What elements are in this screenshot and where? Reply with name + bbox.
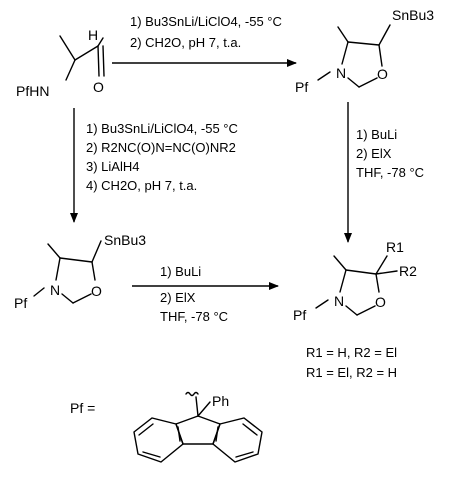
ph-label: Ph — [212, 393, 229, 409]
n-label-bottom-left: N — [50, 282, 60, 298]
pf-label-top: Pf — [295, 79, 308, 95]
result-1: R1 = H, R2 = El — [306, 345, 397, 360]
o-label-bottom-left: O — [91, 283, 102, 299]
left-condition-4: 4) CH2O, pH 7, t.a. — [86, 178, 197, 193]
o-label-top: O — [377, 66, 388, 82]
oxazolidine-bottom-left: SnBu3 N O Pf — [14, 232, 146, 311]
bottom-condition-2: 2) ElX — [160, 290, 196, 305]
pf-legend-label: Pf = — [70, 400, 95, 416]
starting-aldehyde: H O PfHN — [16, 27, 105, 99]
bottom-condition-1: 1) BuLi — [160, 264, 201, 279]
pf-label-product: Pf — [293, 307, 306, 323]
snbu3-label-top: SnBu3 — [392, 7, 434, 23]
r2-label: R2 — [399, 263, 417, 279]
bottom-condition-3: THF, -78 °C — [160, 309, 228, 324]
right-condition-2: 2) ElX — [356, 146, 392, 161]
left-condition-1: 1) Bu3SnLi/LiClO4, -55 °C — [86, 121, 238, 136]
result-2: R1 = El, R2 = H — [306, 365, 397, 380]
pf-label-bottom-left: Pf — [14, 295, 27, 311]
right-condition-1: 1) BuLi — [356, 127, 397, 142]
oxazolidine-product: R1 R2 N O Pf — [293, 239, 417, 323]
r1-label: R1 — [386, 239, 404, 255]
right-condition-3: THF, -78 °C — [356, 165, 424, 180]
left-condition-3: 3) LiAlH4 — [86, 159, 139, 174]
left-condition-2: 2) R2NC(O)N=NC(O)NR2 — [86, 140, 236, 155]
fluorenyl-structure: Ph — [133, 391, 263, 463]
top-condition-2: 2) CH2O, pH 7, t.a. — [130, 35, 241, 50]
snbu3-label-bottom: SnBu3 — [104, 232, 146, 248]
aldehyde-o-label: O — [93, 79, 104, 95]
aldehyde-h-label: H — [88, 27, 98, 43]
n-label-product: N — [334, 293, 344, 309]
oxazolidine-top-right: SnBu3 N O Pf — [295, 7, 434, 95]
o-label-product: O — [375, 294, 386, 310]
top-condition-1: 1) Bu3SnLi/LiClO4, -55 °C — [130, 14, 282, 29]
pfhn-label: PfHN — [16, 83, 49, 99]
n-label-top: N — [336, 65, 346, 81]
